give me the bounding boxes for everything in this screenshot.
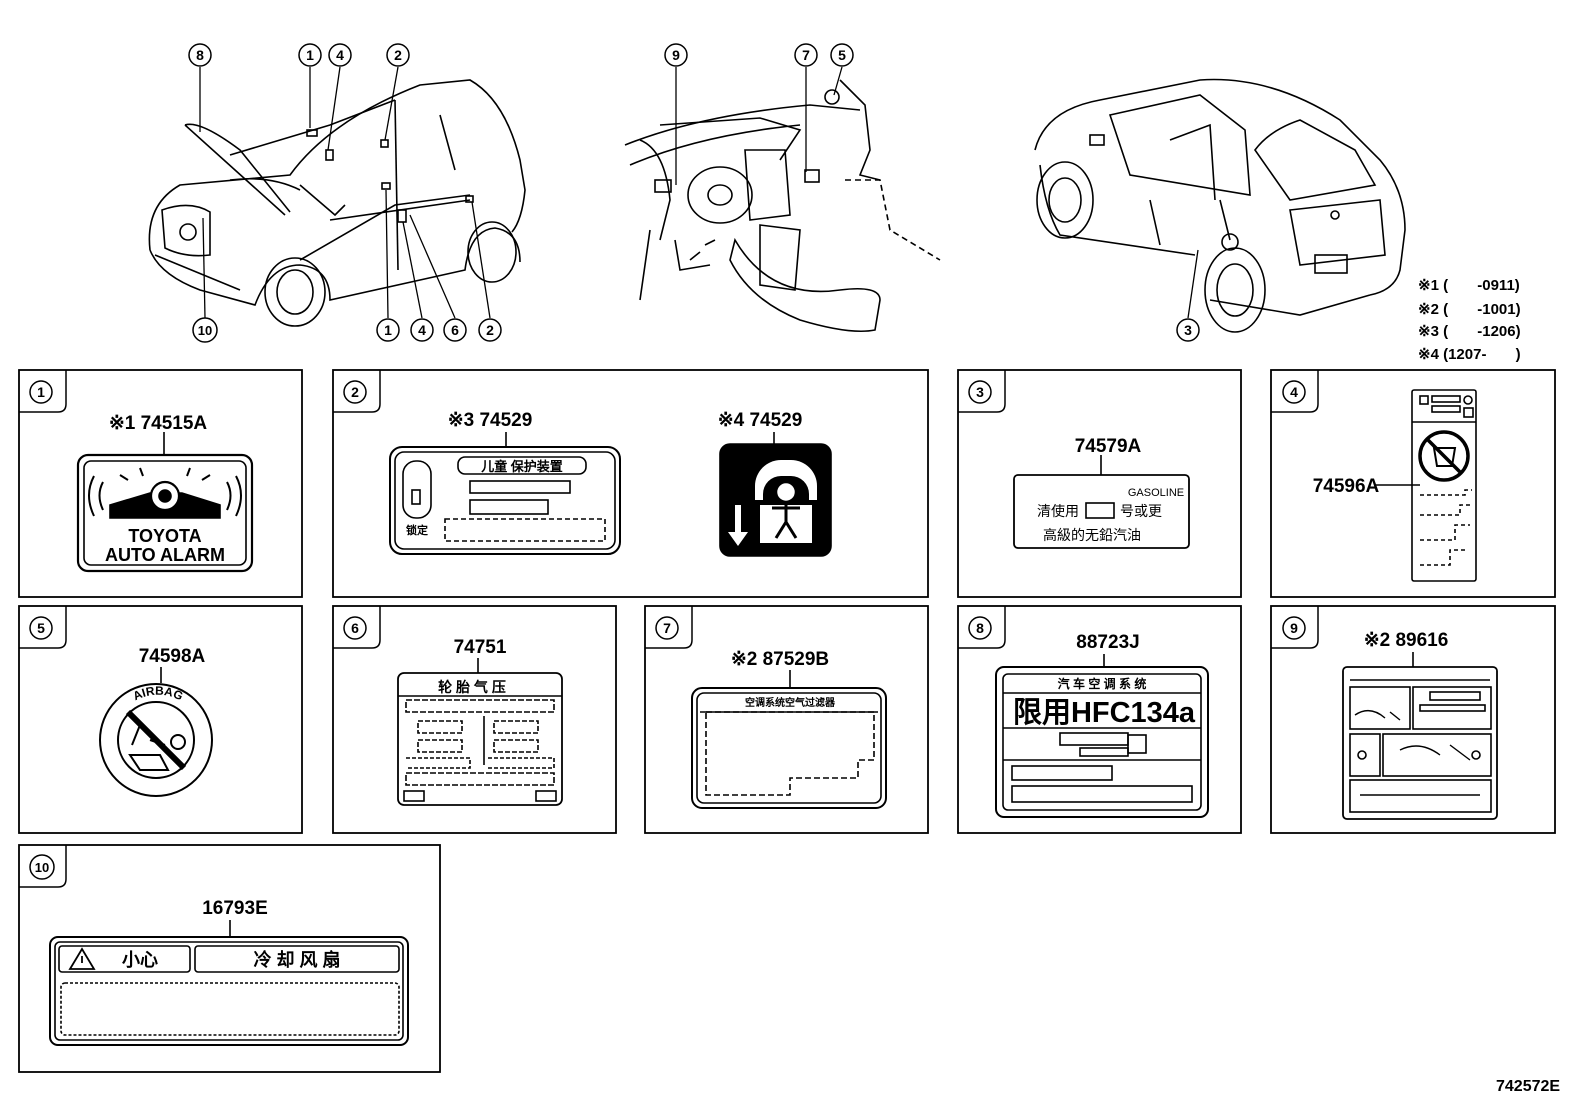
panel-4-num: 4 <box>1290 384 1298 400</box>
footnote-1: ※1 ( -0911) <box>1418 277 1520 294</box>
callout-2-num: 2 <box>394 47 402 63</box>
panel-10-num: 10 <box>35 860 49 875</box>
callout-1-num: 1 <box>306 47 314 63</box>
hfc134a-text: 限用HFC134a <box>1013 697 1196 729</box>
part-number-88723J: 88723J <box>1076 632 1139 653</box>
callout-5-num: 5 <box>838 47 846 63</box>
ac-filter-title: 空调系统空气过滤器 <box>745 696 836 709</box>
panel-6 <box>332 605 617 834</box>
panel-2-num: 2 <box>351 384 359 400</box>
panel-9-num: 9 <box>1290 620 1298 636</box>
panel-1 <box>18 369 303 598</box>
callout-6 <box>443 318 467 342</box>
callout-1 <box>298 43 322 67</box>
callout-8-num: 8 <box>196 47 204 63</box>
callout-3-num: 3 <box>1184 322 1192 338</box>
panel-3-num: 3 <box>976 384 984 400</box>
part-number-16793E: 16793E <box>202 898 268 919</box>
label-89616 <box>1342 652 1498 820</box>
panel-5-num: 5 <box>37 620 45 636</box>
gasoline-text: GASOLINE <box>1128 487 1184 499</box>
callout-4-num: 4 <box>336 47 344 63</box>
callout-1b-num: 1 <box>384 322 392 338</box>
label-74751 <box>397 658 563 806</box>
callout-6-num: 6 <box>451 322 459 338</box>
label-74529-b <box>719 432 832 557</box>
label-74596A <box>1375 389 1477 582</box>
part-number-74598A: 74598A <box>139 646 206 667</box>
callout-10-num: 10 <box>198 323 212 338</box>
car-front-illustration <box>148 79 526 327</box>
callout-5 <box>830 43 854 67</box>
cooling-fan-text: 冷 却 风 扇 <box>253 949 340 970</box>
part-number-74515A: ※1 74515A <box>109 413 208 434</box>
footnote-2: ※2 ( -1001) <box>1418 301 1521 318</box>
label-16793E <box>49 920 409 1046</box>
callout-7 <box>794 43 818 67</box>
part-number-74751: 74751 <box>454 637 507 658</box>
alarm-line2: AUTO ALARM <box>105 545 225 565</box>
callout-9 <box>664 43 688 67</box>
callout-2b-num: 2 <box>486 322 494 338</box>
label-74529-a <box>389 432 621 555</box>
panel-6-num: 6 <box>351 620 359 636</box>
diagram-code: 742572E <box>1496 1078 1561 1095</box>
callout-3 <box>1176 318 1200 342</box>
footnote-3: ※3 ( -1206) <box>1418 323 1521 340</box>
label-88723J <box>995 654 1209 818</box>
callout-1b <box>376 318 400 342</box>
part-number-89616: ※2 89616 <box>1364 630 1449 651</box>
callout-4b <box>410 318 434 342</box>
tire-pressure-title: 轮 胎 气 压 <box>438 679 506 695</box>
car-rear-illustration <box>1034 78 1406 333</box>
label-74598A <box>99 667 213 797</box>
part-number-87529B: ※2 87529B <box>731 649 829 670</box>
panel-9 <box>1270 605 1556 834</box>
callout-10 <box>192 317 218 343</box>
footnote-4: ※4 (1207- ) <box>1418 346 1521 363</box>
ac-system-title: 汽 车 空 调 系 统 <box>1058 676 1147 691</box>
panel-4 <box>1270 369 1556 598</box>
callout-2b <box>478 318 502 342</box>
panel-8 <box>957 605 1242 834</box>
panel-7 <box>644 605 929 834</box>
panel-8-num: 8 <box>976 620 984 636</box>
panel-7-num: 7 <box>663 620 671 636</box>
fuel-text-2: 高級的无鉛汽油 <box>1043 527 1141 543</box>
interior-illustration <box>624 79 941 333</box>
callout-2 <box>386 43 410 67</box>
child-lock-title: 儿童 保护装置 <box>480 459 563 474</box>
label-87529B <box>691 670 887 809</box>
label-74579A <box>1013 455 1190 549</box>
callout-9-num: 9 <box>672 47 680 63</box>
part-number-74529-a: ※3 74529 <box>448 410 533 431</box>
fuel-text-1a: 清使用 <box>1037 503 1079 519</box>
part-number-74596A: 74596A <box>1313 476 1380 497</box>
part-number-74529-b: ※4 74529 <box>718 410 803 431</box>
panel-3 <box>957 369 1242 598</box>
caution-text: 小心 <box>122 950 158 970</box>
panel-2 <box>332 369 929 598</box>
callout-8 <box>188 43 212 67</box>
fuel-text-1b: 号或更 <box>1120 503 1162 519</box>
part-number-74579A: 74579A <box>1075 436 1142 457</box>
panel-5 <box>18 605 303 834</box>
alarm-line1: TOYOTA <box>128 526 201 546</box>
callout-4b-num: 4 <box>418 322 426 338</box>
label-74515A <box>76 432 254 573</box>
lock-text: 锁定 <box>406 523 428 537</box>
callout-7-num: 7 <box>802 47 810 63</box>
callout-4 <box>328 43 352 67</box>
panel-1-num: 1 <box>37 384 45 400</box>
panel-10 <box>18 844 441 1073</box>
